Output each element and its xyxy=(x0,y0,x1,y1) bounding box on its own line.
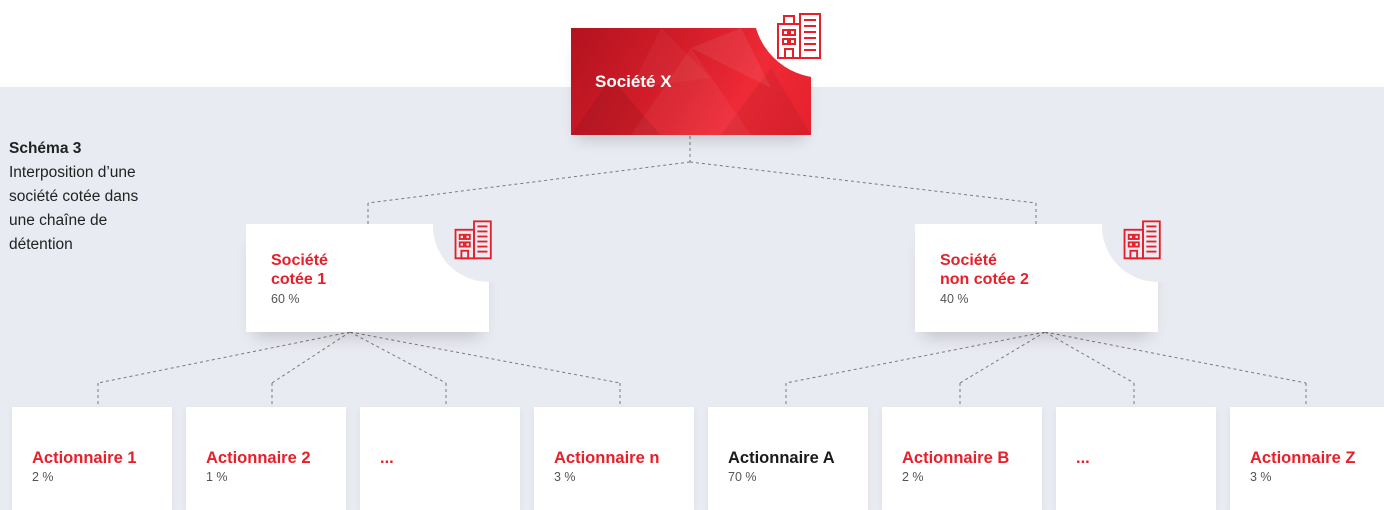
shareholder-name: Actionnaire n xyxy=(554,449,660,467)
building-icon xyxy=(454,220,492,260)
middle-node-1-percent: 60 % xyxy=(271,292,300,306)
middle-node-1-line1: Société xyxy=(271,252,328,269)
shareholder-name: ... xyxy=(380,449,394,467)
caption-title: Schéma 3 xyxy=(9,140,82,157)
shareholder-card: Actionnaire 1 2 % xyxy=(12,407,172,510)
top-node-label: Société X xyxy=(595,72,672,91)
shareholder-percent: 3 % xyxy=(1250,470,1272,484)
middle-node-2-label: Société non cotée 2 xyxy=(940,251,1029,289)
shareholder-name: ... xyxy=(1076,449,1090,467)
shareholder-card: ... xyxy=(360,407,520,510)
shareholder-name: Actionnaire 1 xyxy=(32,449,137,467)
shareholder-name: Actionnaire B xyxy=(902,449,1010,467)
building-icon xyxy=(1123,220,1161,260)
shareholder-percent: 1 % xyxy=(206,470,228,484)
middle-node-1-label: Société cotée 1 xyxy=(271,251,328,289)
shareholder-name: Actionnaire A xyxy=(728,449,835,467)
caption: Schéma 3 Interposition d’une société cot… xyxy=(9,137,149,257)
shareholder-card: Actionnaire Z 3 % xyxy=(1230,407,1384,510)
shareholder-percent: 2 % xyxy=(32,470,54,484)
shareholder-card: Actionnaire A 70 % xyxy=(708,407,868,510)
caption-description: Interposition d’une société cotée dans u… xyxy=(9,164,139,253)
shareholder-percent: 70 % xyxy=(728,470,757,484)
facet-pattern xyxy=(571,28,811,135)
middle-node-2-line1: Société xyxy=(940,252,997,269)
shareholder-percent: 2 % xyxy=(902,470,924,484)
shareholder-card: Actionnaire 2 1 % xyxy=(186,407,346,510)
shareholder-name: Actionnaire 2 xyxy=(206,449,311,467)
middle-node-2-line2: non cotée 2 xyxy=(940,271,1029,288)
middle-node-1-line2: cotée 1 xyxy=(271,271,327,288)
shareholder-card: Actionnaire n 3 % xyxy=(534,407,694,510)
shareholder-name: Actionnaire Z xyxy=(1250,449,1356,467)
building-icon xyxy=(777,13,821,59)
middle-node-2-percent: 40 % xyxy=(940,292,969,306)
shareholder-card: Actionnaire B 2 % xyxy=(882,407,1042,510)
shareholder-percent: 3 % xyxy=(554,470,576,484)
shareholder-card: ... xyxy=(1056,407,1216,510)
